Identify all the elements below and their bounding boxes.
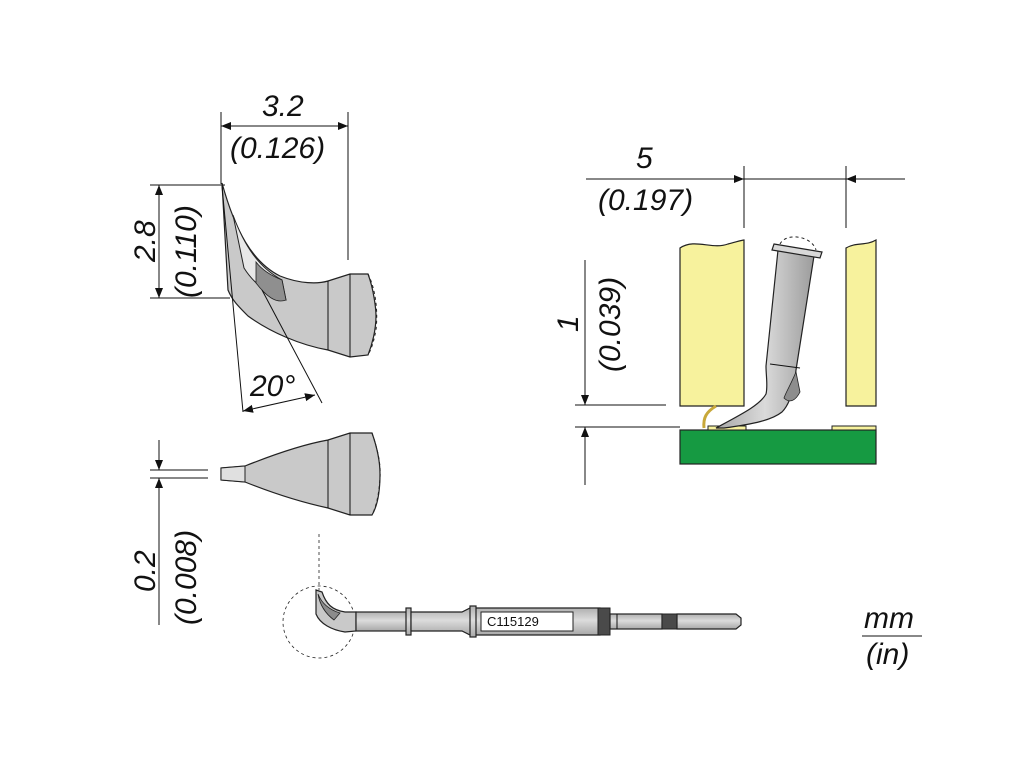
cartridge-full-view: C115129	[282, 534, 742, 659]
solder-pad	[831, 425, 877, 431]
gap-in-label: (0.197)	[598, 184, 693, 217]
angle-dimension: 20°	[221, 185, 323, 413]
cartridge-dark-band	[597, 607, 611, 636]
offset-dimension: 1 (0.039)	[552, 260, 680, 485]
tip-thickness-in-label: (0.008)	[170, 530, 203, 625]
cartridge-ring	[469, 605, 477, 638]
tip-thickness-dimension: 0.2 (0.008)	[129, 440, 208, 625]
component-right	[845, 238, 877, 407]
height-mm-label: 2.8	[129, 220, 162, 263]
width-dimension: 3.2 (0.126)	[220, 90, 349, 260]
component-lead	[702, 404, 717, 429]
cartridge-shaft	[355, 611, 411, 632]
cartridge-pin	[676, 613, 742, 630]
tip-side-view	[221, 182, 378, 358]
width-mm-label: 3.2	[262, 90, 304, 123]
height-dimension: 2.8 (0.110)	[129, 184, 230, 299]
gap-mm-label: 5	[636, 142, 653, 175]
cartridge-ring	[405, 607, 412, 636]
units-legend: mm (in)	[862, 602, 922, 671]
part-code: C115129	[487, 614, 539, 629]
tip-point-front	[220, 465, 246, 483]
cartridge-connector	[609, 613, 663, 630]
tip-front-view	[220, 432, 381, 516]
unit-secondary: (in)	[866, 638, 909, 671]
tip-thickness-mm-label: 0.2	[129, 550, 162, 592]
component-left	[679, 239, 745, 407]
unit-primary: mm	[864, 602, 914, 635]
cartridge-dark-band	[661, 613, 678, 630]
tip-facet-shadow	[255, 260, 287, 302]
angle-label: 20°	[249, 370, 295, 403]
offset-in-label: (0.039)	[594, 277, 627, 372]
tip-body-front	[220, 432, 381, 516]
soldering-tip-collar	[771, 243, 823, 259]
gap-dimension: 5 (0.197)	[586, 142, 905, 228]
cartridge-tip	[315, 589, 357, 633]
application-view	[679, 236, 877, 465]
tip-body-side	[221, 182, 377, 358]
height-in-label: (0.110)	[170, 205, 203, 298]
pcb-board	[679, 429, 877, 465]
offset-mm-label: 1	[552, 315, 585, 332]
width-in-label: (0.126)	[230, 132, 325, 165]
